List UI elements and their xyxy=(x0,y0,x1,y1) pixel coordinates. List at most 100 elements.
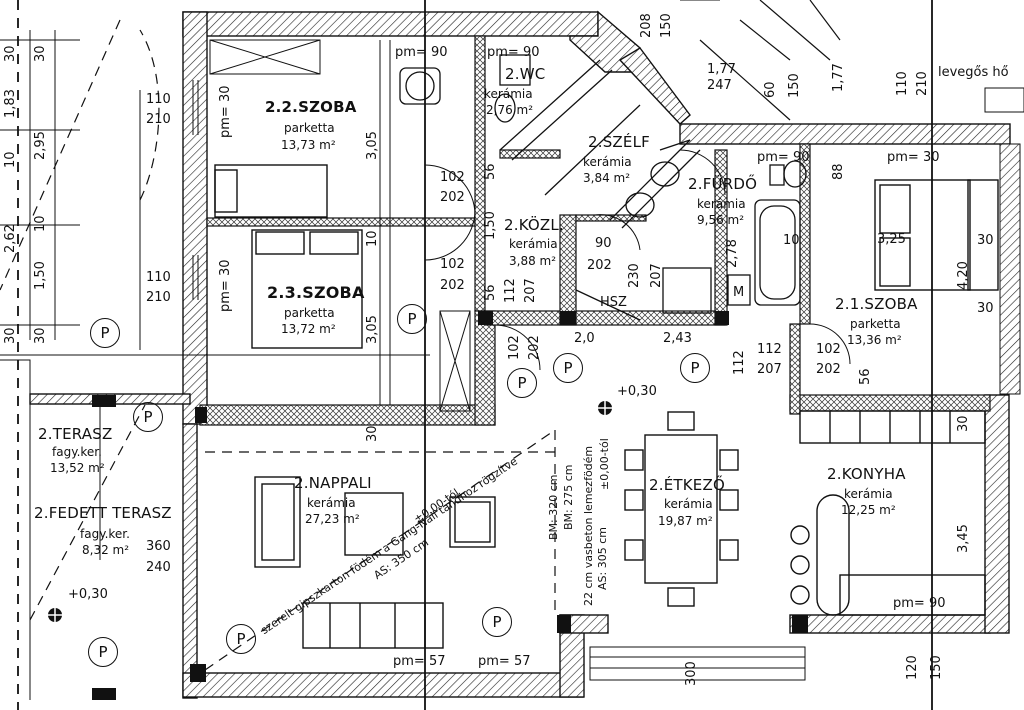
room-material-2-etkezo: kerámia xyxy=(664,497,713,511)
room-material-2-2-szoba: parketta xyxy=(284,121,335,135)
columns xyxy=(92,311,808,700)
room-area-2-etkezo: 19,87 m² xyxy=(658,514,713,528)
dim-label-left: 1,83 xyxy=(3,89,18,118)
pm-tag: pm= 30 xyxy=(887,150,940,165)
room-name-2-szelf: 2.SZÉLF xyxy=(588,133,650,151)
room-name-2-wc: 2.WC xyxy=(505,65,546,83)
room-name-2-konyha: 2.KONYHA xyxy=(827,465,906,483)
dim-label-vertical: 56 xyxy=(858,368,873,385)
pm-tag: pm= 90 xyxy=(487,45,540,60)
p-marker: P xyxy=(507,368,537,398)
dim-label: 30 xyxy=(977,233,994,248)
room-name-2-1-szoba: 2.1.SZOBA xyxy=(835,295,918,313)
right-window xyxy=(984,87,1024,113)
dashed-outlines xyxy=(0,19,556,671)
ceiling-note: ±0,00-tól xyxy=(598,438,611,490)
room-area-2-2-szoba: 13,73 m² xyxy=(281,138,336,152)
dim-label: 202 xyxy=(440,190,465,205)
dim-label-vertical: 120 xyxy=(905,655,920,680)
stair-lines xyxy=(439,310,806,681)
dim-label: 10 xyxy=(783,233,800,248)
level-label: +0,30 xyxy=(617,384,657,399)
p-marker: P xyxy=(680,353,710,383)
room-name-2-nappali: 2.NAPPALI xyxy=(294,474,372,492)
room-material-2-terasz: fagy.ker. xyxy=(52,445,102,459)
pm-tag-vertical: pm= 30 xyxy=(218,259,233,312)
diagonal-walls xyxy=(499,59,701,321)
dim-label-vertical: 207 xyxy=(649,263,664,288)
top-right-diagonals xyxy=(699,0,841,121)
dim-label: 90 xyxy=(595,236,612,251)
dim-label-vertical: 4,20 xyxy=(956,261,971,290)
dim-label-vertical: 150 xyxy=(787,73,802,98)
room-area-2-furdo: 9,56 m² xyxy=(697,213,745,227)
dim-label: 207 xyxy=(757,362,782,377)
dim-label-left: 30 xyxy=(3,327,18,344)
dim-label-vertical: 1,50 xyxy=(483,211,498,240)
dim-label: 240 xyxy=(146,560,171,575)
room-area-2-konyha: 12,25 m² xyxy=(841,503,896,517)
room-name-2-terasz: 2.TERASZ xyxy=(38,425,113,443)
p-marker: P xyxy=(226,624,256,654)
dim-label-left: 10 xyxy=(3,151,18,168)
dim-label-left: 30 xyxy=(33,45,48,62)
room-name-2-etkezo: 2.ÉTKEZŐ xyxy=(649,476,725,494)
dim-label-vertical: 3,05 xyxy=(365,315,380,344)
p-marker: P xyxy=(133,402,163,432)
levegos-label: levegős hő xyxy=(938,65,1009,80)
p-marker: P xyxy=(397,304,427,334)
right-wall-strip xyxy=(999,143,1021,395)
room-name-2-kozl: 2.KÖZL. xyxy=(504,216,564,234)
dim-label: 360 xyxy=(146,539,171,554)
dim-label-vertical: 300 xyxy=(684,661,699,686)
dim-label-vertical: 102 xyxy=(507,335,522,360)
furniture-living xyxy=(254,476,496,649)
furniture-bath xyxy=(399,54,807,314)
dim-label-vertical: 56 xyxy=(483,163,498,180)
room-name-2-fedett-terasz: 2.FEDETT TERASZ xyxy=(34,504,172,522)
room-material-2-3-szoba: parketta xyxy=(284,306,335,320)
dim-label-vertical: 56 xyxy=(483,284,498,301)
dim-label-left: 1,50 xyxy=(33,261,48,290)
dim-label: 102 xyxy=(440,257,465,272)
room-material-2-konyha: kerámia xyxy=(844,487,893,501)
dim-label-left: 30 xyxy=(33,327,48,344)
dim-label: 110 xyxy=(146,270,171,285)
dim-label: 2,0 xyxy=(574,331,595,346)
dim-label-vertical: 110 xyxy=(895,71,910,96)
ceiling-note: AS: 305 cm xyxy=(596,527,609,590)
dim-label: 202 xyxy=(440,278,465,293)
room-area-2-wc: 2,76 m² xyxy=(486,103,534,117)
dim-label: 202 xyxy=(587,258,612,273)
room-material-2-furdo: kerámia xyxy=(697,197,746,211)
dim-label-vertical: 112 xyxy=(503,278,518,303)
room-material-2-fedett-terasz: fagy.ker. xyxy=(80,527,130,541)
dim-label-vertical: 207 xyxy=(523,278,538,303)
dim-label-vertical: 202 xyxy=(527,335,542,360)
dim-label-vertical: 112 xyxy=(732,350,747,375)
p-marker: P xyxy=(482,607,512,637)
dim-label-left: 2,62 xyxy=(3,224,18,253)
dim-label: 30 xyxy=(977,301,994,316)
pm-tag: pm= 90 xyxy=(757,150,810,165)
furniture-kitchen xyxy=(790,410,986,616)
room-material-2-nappali: kerámia xyxy=(307,496,356,510)
dim-label: 2,43 xyxy=(663,331,692,346)
dim-label-vertical: 60 xyxy=(763,81,778,98)
ceiling-note: BM: 320 cm xyxy=(547,474,560,541)
interior-walls xyxy=(199,35,991,426)
dim-label-vertical: 150 xyxy=(659,13,674,38)
dim-label-left: 2,95 xyxy=(33,131,48,160)
room-area-2-nappali: 27,23 m² xyxy=(305,512,360,526)
room-area-2-szelf: 3,84 m² xyxy=(583,171,631,185)
dim-label-vertical: 30 xyxy=(956,415,971,432)
dim-label: 112 xyxy=(757,342,782,357)
dim-label-vertical: 1,77 xyxy=(831,63,846,92)
ceiling-note: 22 cm vasbeton lemezfödém xyxy=(582,445,595,606)
furniture-beds xyxy=(214,164,999,349)
pm-tag: pm= 90 xyxy=(395,45,448,60)
p-marker: P xyxy=(88,637,118,667)
dim-label-left: 10 xyxy=(33,215,48,232)
